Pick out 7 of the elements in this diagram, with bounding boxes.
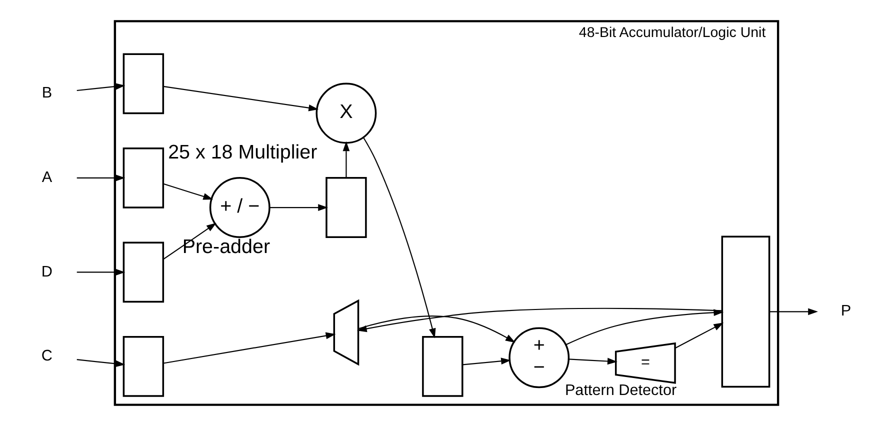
node-text: A	[41, 168, 52, 186]
node-text: C	[40, 348, 52, 365]
node-label: Pre-adder	[182, 236, 270, 258]
node-text: B	[41, 84, 52, 102]
node-text: P	[840, 302, 851, 320]
node-text: D	[40, 263, 52, 280]
node-label: 25 x 18 Multiplier	[168, 142, 317, 164]
